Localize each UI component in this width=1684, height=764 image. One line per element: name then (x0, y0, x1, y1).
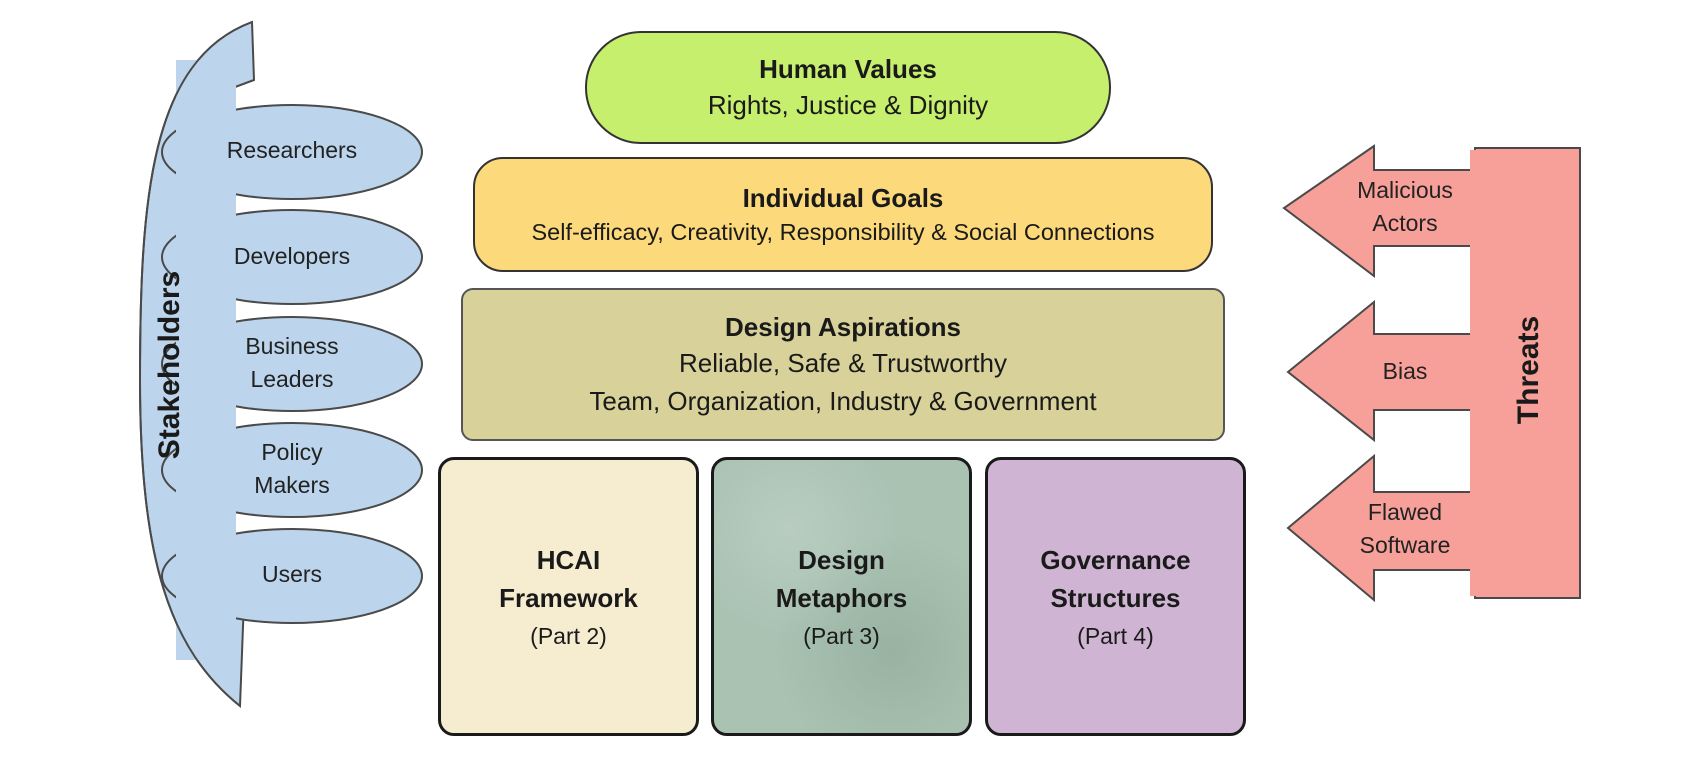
threat-label: Actors (1372, 210, 1438, 236)
pillar-title: Design (798, 544, 885, 575)
threats-shape (1282, 144, 1581, 603)
pillar-title: Structures (1050, 582, 1181, 613)
threat-label: Software (1359, 532, 1451, 558)
design-aspirations-box: Design Aspirations Reliable, Safe & Trus… (461, 288, 1225, 441)
pillar-title: Metaphors (775, 582, 908, 613)
pillar-hcai-framework: HCAI Framework (Part 2) (438, 457, 699, 736)
pillar-governance-structures: Governance Structures (Part 4) (985, 457, 1246, 736)
stakeholder-label: Researchers (226, 137, 358, 163)
stakeholder-developers: Developers (202, 240, 382, 273)
pillar-design-metaphors: Design Metaphors (Part 3) (711, 457, 972, 736)
human-values-title: Human Values (759, 53, 937, 84)
design-aspirations-title: Design Aspirations (725, 311, 961, 342)
pillar-part: (Part 2) (530, 622, 607, 649)
threat-label: Flawed (1367, 499, 1443, 525)
stakeholder-policy-makers: Policy Makers (202, 436, 382, 502)
individual-goals-box: Individual Goals Self-efficacy, Creativi… (473, 157, 1213, 272)
individual-goals-title: Individual Goals (742, 182, 944, 213)
human-values-box: Human Values Rights, Justice & Dignity (585, 31, 1111, 144)
stakeholder-label: Policy (261, 439, 323, 465)
stakeholder-business-leaders: Business Leaders (202, 330, 382, 396)
threat-label: Malicious (1357, 177, 1453, 203)
stakeholders-label: Stakeholders (153, 270, 186, 460)
human-values-subtitle: Rights, Justice & Dignity (707, 89, 989, 120)
threat-malicious-actors: Malicious Actors (1330, 174, 1480, 240)
pillar-title: HCAI (536, 544, 601, 575)
stakeholder-label: Developers (233, 243, 351, 269)
individual-goals-subtitle: Self-efficacy, Creativity, Responsibilit… (531, 218, 1155, 245)
threat-arrow-malicious-actors (1282, 144, 1476, 279)
stakeholder-users: Users (202, 558, 382, 591)
stakeholder-label: Leaders (250, 366, 334, 392)
threats-label: Threats (1512, 315, 1545, 425)
design-aspirations-line2: Team, Organization, Industry & Governmen… (589, 385, 1097, 416)
stakeholder-researchers: Researchers (202, 134, 382, 167)
threat-label: Bias (1382, 358, 1428, 384)
pillar-part: (Part 4) (1077, 622, 1154, 649)
design-aspirations-line1: Reliable, Safe & Trustworthy (678, 347, 1008, 378)
stakeholder-label: Makers (254, 472, 330, 498)
threat-arrow-bias (1286, 299, 1476, 443)
stakeholder-label: Business (245, 333, 339, 359)
threat-flawed-software: Flawed Software (1330, 496, 1480, 562)
stakeholder-label: Users (261, 561, 323, 587)
pillar-title: Framework (499, 582, 638, 613)
threat-arrow-flawed-software (1286, 453, 1476, 603)
pillar-part: (Part 3) (803, 622, 880, 649)
threat-bias: Bias (1330, 355, 1480, 388)
pillar-title: Governance (1040, 544, 1191, 575)
